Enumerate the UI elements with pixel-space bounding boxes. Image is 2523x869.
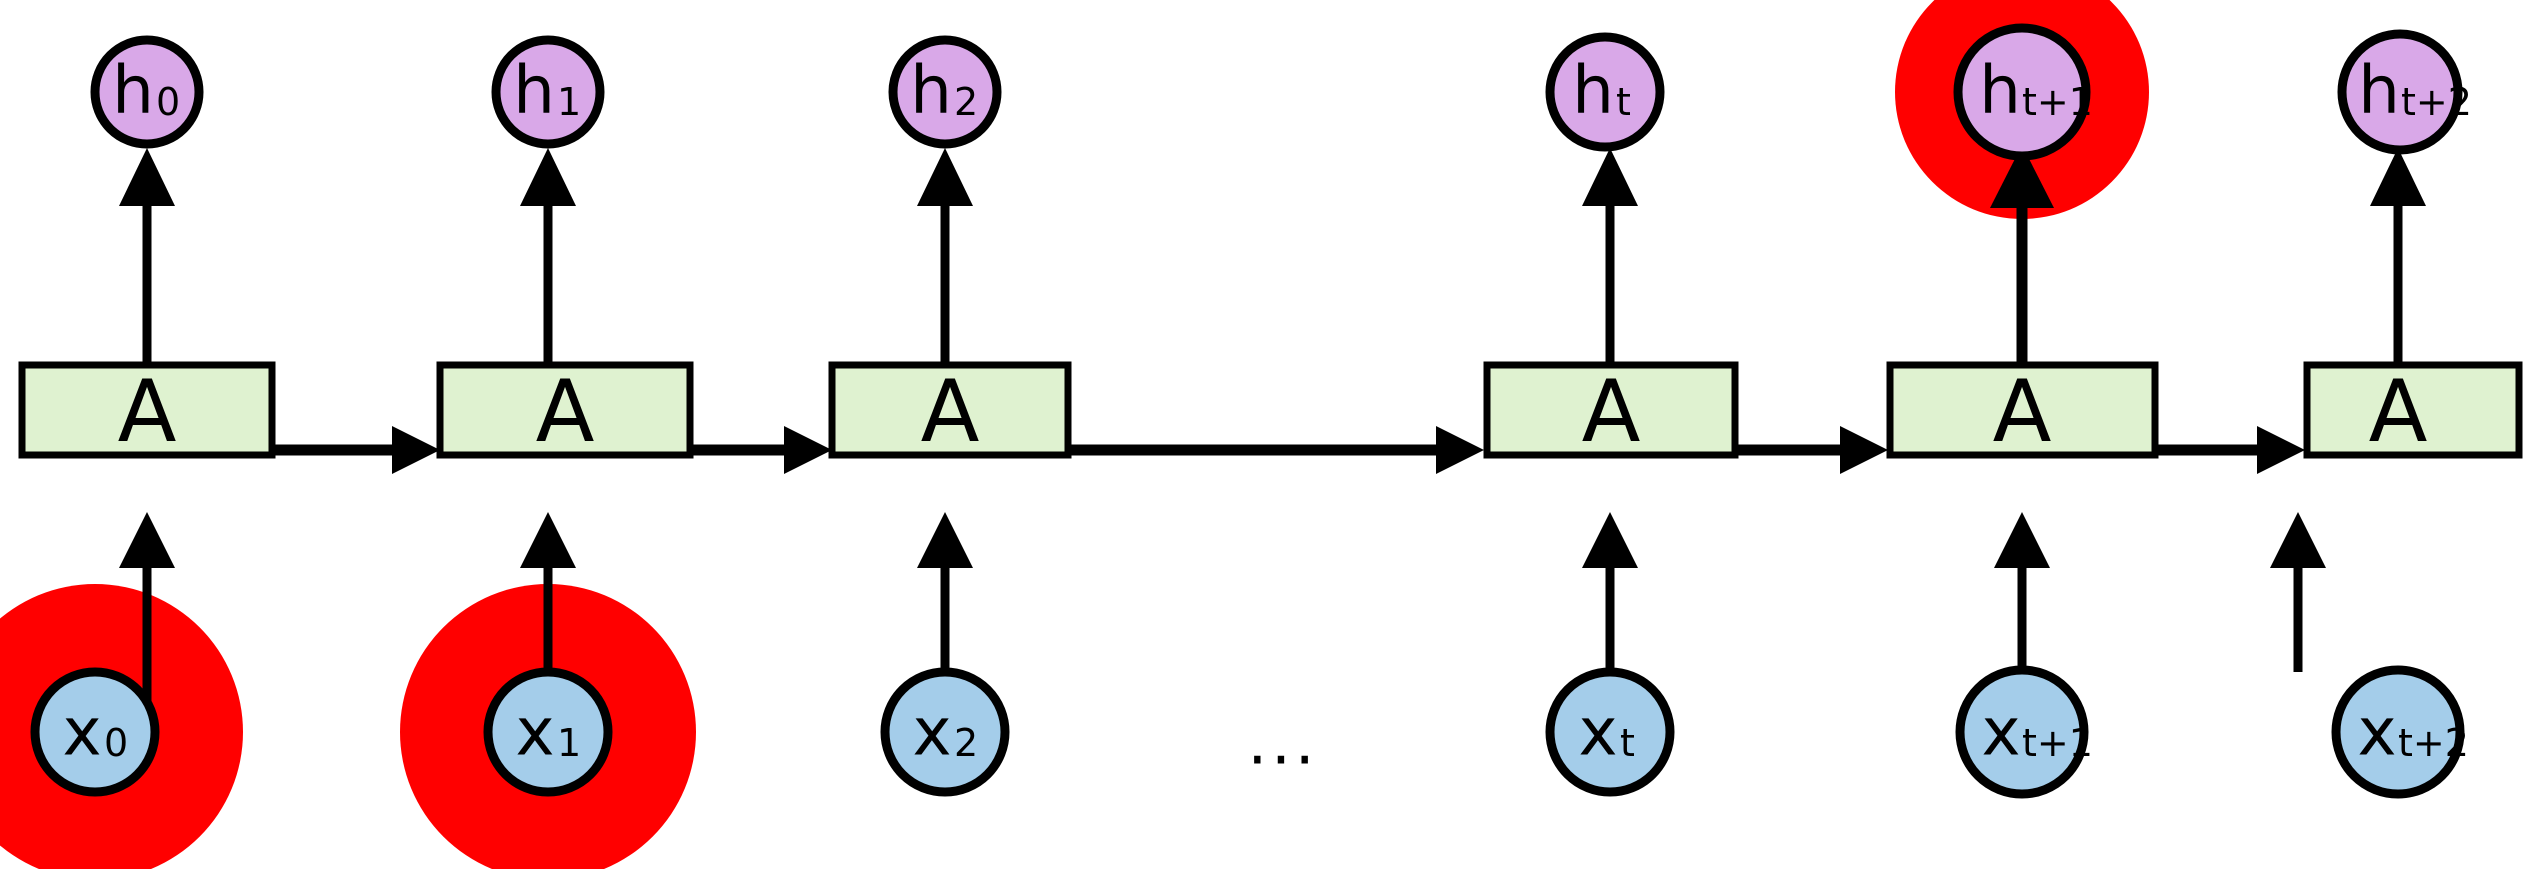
output-arrowhead-5 xyxy=(2370,148,2426,206)
highlight-layer xyxy=(0,0,2149,869)
rnn-cell-box-2[interactable] xyxy=(828,361,1072,459)
input-node-3[interactable] xyxy=(1545,667,1675,797)
input-node-subscript-2: 2 xyxy=(954,721,978,765)
recurrent-edge-layer xyxy=(272,426,2305,474)
rnn-column-4: A h t+1 x t+1 xyxy=(1886,23,2159,799)
hidden-node-5[interactable] xyxy=(2337,29,2463,155)
hidden-node-2[interactable] xyxy=(888,35,1002,149)
input-node-label-5: x xyxy=(2357,694,2396,771)
input-arrowhead-5 xyxy=(2270,512,2326,568)
hidden-node-label-1: h xyxy=(513,52,555,129)
rnn-cell-label-5: A xyxy=(2369,362,2428,462)
rnn-column-5: A h t+2 x t+2 xyxy=(2270,29,2523,799)
rnn-cell-label-0: A xyxy=(118,362,177,462)
hidden-node-4[interactable] xyxy=(1953,23,2091,161)
hidden-node-0[interactable] xyxy=(90,35,204,149)
hidden-node-subscript-5: t+2 xyxy=(2401,80,2472,124)
rnn-cell-box-5[interactable] xyxy=(2303,361,2523,459)
hidden-node-subscript-3: t xyxy=(1616,80,1631,124)
input-node-subscript-1: 1 xyxy=(557,721,581,765)
recurrent-edge-3-4 xyxy=(1735,426,1888,474)
hidden-node-subscript-2: 2 xyxy=(954,80,978,124)
rnn-column-2: A h 2 x 2 xyxy=(828,35,1072,797)
input-node-0[interactable] xyxy=(30,667,160,797)
recurrent-edge-1-2 xyxy=(690,426,832,474)
recurrent-edge-2-3 xyxy=(1068,426,1484,474)
output-arrowhead-3 xyxy=(1582,148,1638,206)
output-arrowhead-2 xyxy=(917,148,973,206)
hidden-node-1[interactable] xyxy=(491,35,605,149)
output-arrowhead-4 xyxy=(1990,145,2054,208)
sequence-ellipsis: ... xyxy=(1247,706,1318,779)
input-arrowhead-4 xyxy=(1994,512,2050,568)
input-arrowhead-0 xyxy=(119,512,175,568)
input-node-label-3: x xyxy=(1578,694,1617,771)
input-node-label-0: x xyxy=(62,694,101,771)
rnn-cell-label-4: A xyxy=(1993,362,2052,462)
hidden-node-label-3: h xyxy=(1572,52,1614,129)
hidden-node-label-4: h xyxy=(1979,52,2021,129)
output-arrowhead-1 xyxy=(520,148,576,206)
input-node-subscript-3: t xyxy=(1620,721,1635,765)
rnn-column-1: A h 1 x 1 xyxy=(436,35,694,797)
hidden-node-label-5: h xyxy=(2358,52,2400,129)
input-node-subscript-4: t+1 xyxy=(2022,721,2093,765)
input-node-label-2: x xyxy=(912,694,951,771)
hidden-node-subscript-1: 1 xyxy=(557,80,581,124)
output-arrowhead-0 xyxy=(119,148,175,206)
input-node-5[interactable] xyxy=(2331,665,2465,799)
rnn-cell-box-0[interactable] xyxy=(18,361,276,459)
hidden-node-label-2: h xyxy=(910,52,952,129)
rnn-column-3: A h t x t xyxy=(1483,32,1739,797)
rnn-cell-label-1: A xyxy=(536,362,595,462)
hidden-node-3[interactable] xyxy=(1545,32,1665,152)
input-node-4[interactable] xyxy=(1955,665,2089,799)
input-node-1[interactable] xyxy=(483,667,613,797)
rnn-cell-box-3[interactable] xyxy=(1483,361,1739,459)
input-arrowhead-2 xyxy=(917,512,973,568)
input-node-label-4: x xyxy=(1981,694,2020,771)
rnn-column-0: A h 0 x 0 xyxy=(18,35,276,797)
input-node-subscript-0: 0 xyxy=(104,721,128,765)
recurrent-edge-0-1 xyxy=(272,426,440,474)
rnn-cell-label-3: A xyxy=(1582,362,1641,462)
input-arrowhead-3 xyxy=(1582,512,1638,568)
rnn-cell-label-2: A xyxy=(921,362,980,462)
rnn-cell-box-1[interactable] xyxy=(436,361,694,459)
input-node-2[interactable] xyxy=(880,667,1010,797)
hidden-node-label-0: h xyxy=(112,52,154,129)
input-arrowhead-1 xyxy=(520,512,576,568)
input-node-label-1: x xyxy=(515,694,554,771)
hidden-node-subscript-0: 0 xyxy=(156,80,180,124)
hidden-node-subscript-4: t+1 xyxy=(2022,80,2093,124)
input-node-subscript-5: t+2 xyxy=(2398,721,2469,765)
recurrent-edge-4-5 xyxy=(2155,426,2305,474)
rnn-cell-box-4[interactable] xyxy=(1886,361,2159,459)
